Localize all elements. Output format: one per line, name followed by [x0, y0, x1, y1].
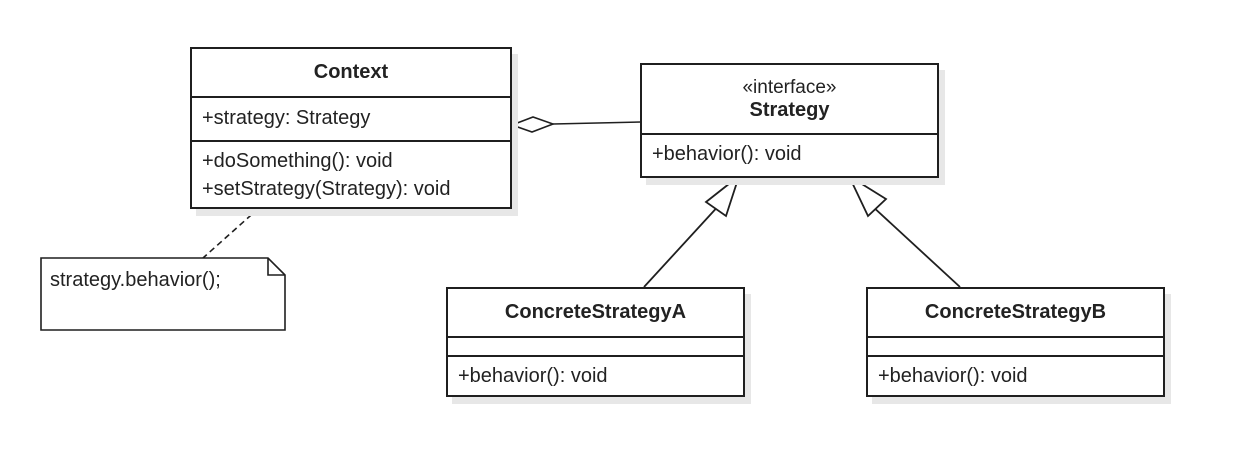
class-context-title: Context	[192, 49, 510, 98]
aggregation-diamond-icon	[509, 116, 556, 133]
class-concrete-strategy-a-attributes	[448, 338, 743, 357]
class-context[interactable]: Context +strategy: Strategy +doSomething…	[190, 47, 512, 209]
realization-a-arrowhead-icon	[704, 173, 741, 218]
aggregation-connector	[509, 116, 642, 133]
note-text: strategy.behavior();	[50, 269, 221, 291]
context-operation-dosomething: +doSomething(): void	[202, 150, 393, 172]
realization-connector-b	[846, 173, 961, 288]
strategy-operation-behavior: +behavior(): void	[652, 143, 802, 165]
class-strategy-title: «interface» Strategy	[642, 65, 937, 135]
note-folded-corner-icon	[40, 257, 286, 331]
class-concrete-strategy-b[interactable]: ConcreteStrategyB +behavior(): void	[866, 287, 1165, 397]
class-concrete-strategy-b-attributes	[868, 338, 1163, 357]
note-link-line	[202, 207, 260, 259]
realization-connector-a	[643, 173, 741, 288]
class-strategy-operations: +behavior(): void	[642, 135, 937, 168]
class-concrete-strategy-a[interactable]: ConcreteStrategyA +behavior(): void	[446, 287, 745, 397]
note-strategy-behavior[interactable]: strategy.behavior();	[40, 257, 286, 331]
class-strategy[interactable]: «interface» Strategy +behavior(): void	[640, 63, 939, 178]
class-concrete-strategy-a-name: ConcreteStrategyA	[504, 301, 687, 323]
class-concrete-strategy-b-name: ConcreteStrategyB	[924, 301, 1107, 323]
class-concrete-strategy-a-operations: +behavior(): void	[448, 357, 743, 390]
context-attribute-strategy: +strategy: Strategy	[202, 107, 371, 129]
class-context-operations: +doSomething(): void +setStrategy(Strate…	[192, 142, 510, 203]
concrete-b-operation-behavior: +behavior(): void	[878, 365, 1028, 387]
class-concrete-strategy-b-title: ConcreteStrategyB	[868, 289, 1163, 338]
class-concrete-strategy-b-operations: +behavior(): void	[868, 357, 1163, 390]
concrete-a-operation-behavior: +behavior(): void	[458, 365, 608, 387]
class-context-name: Context	[313, 61, 389, 83]
context-operation-setstrategy: +setStrategy(Strategy): void	[202, 178, 451, 200]
realization-b-arrowhead-icon	[846, 173, 888, 218]
class-strategy-name: Strategy	[749, 98, 830, 121]
class-context-attributes: +strategy: Strategy	[192, 98, 510, 142]
class-concrete-strategy-a-title: ConcreteStrategyA	[448, 289, 743, 338]
class-strategy-stereotype: «interface»	[742, 76, 837, 98]
